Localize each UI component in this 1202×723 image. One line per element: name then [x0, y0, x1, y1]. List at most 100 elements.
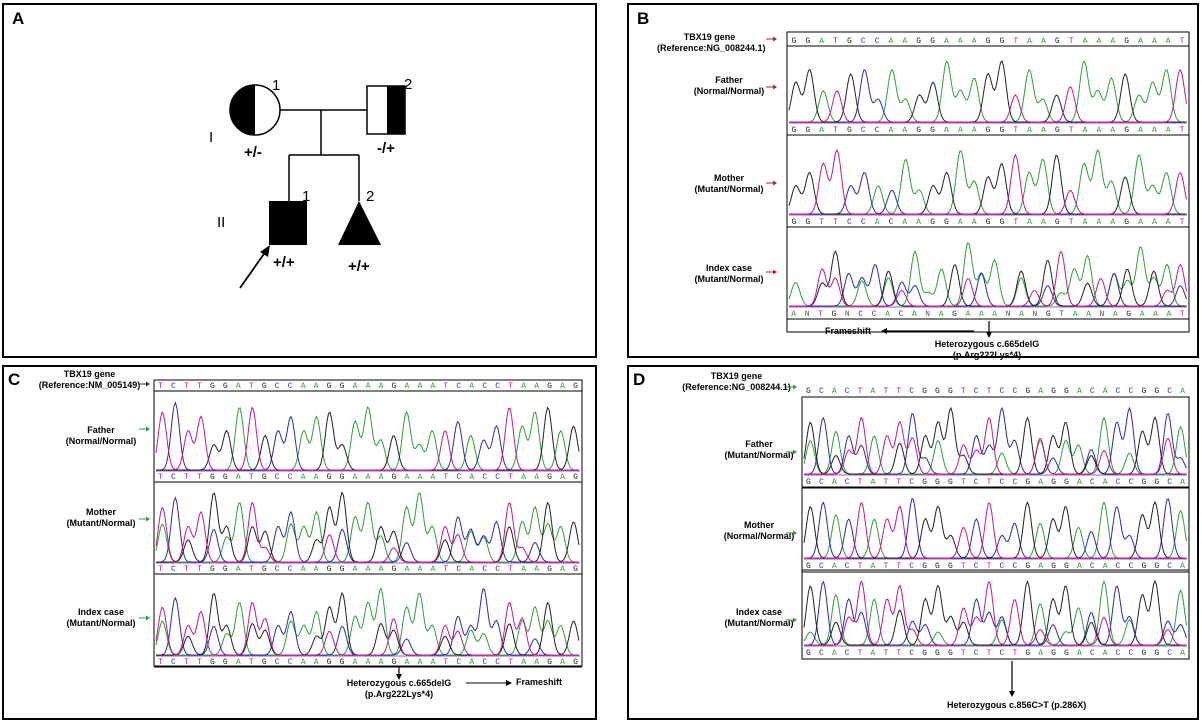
base-call: C [482, 565, 487, 574]
base-call: A [1041, 37, 1046, 46]
base-call: G [1051, 649, 1056, 658]
base-call: G [1025, 478, 1030, 487]
pedigree-diagram: I II 1 +/- 2 -/+ 1 +/+ 2 [209, 76, 412, 289]
base-call: C [845, 562, 850, 571]
base-call: T [443, 382, 448, 391]
c-father-label: Father (Normal/Normal) [56, 425, 146, 447]
base-call: G [1141, 562, 1146, 571]
b-index-sub: (Mutant/Normal) [694, 274, 764, 284]
base-call: C [171, 382, 176, 391]
base-call: C [819, 478, 824, 487]
base-call: G [573, 658, 578, 667]
base-call: G [792, 218, 797, 227]
base-call: A [379, 565, 384, 574]
base-call: A [791, 310, 796, 319]
base-call: G [831, 310, 836, 319]
base-call: A [521, 382, 526, 391]
b-mother-sub: (Mutant/Normal) [694, 184, 764, 194]
base-call: T [158, 658, 163, 667]
base-call: C [1129, 387, 1134, 396]
base-call: T [833, 218, 838, 227]
c-index-label: Index case (Mutant/Normal) [56, 607, 146, 629]
base-call: A [1096, 37, 1101, 46]
base-call: A [353, 473, 358, 482]
base-call: A [1113, 310, 1118, 319]
base-call: A [379, 473, 384, 482]
c-ref-sub: (Reference:NM_005149) [38, 380, 141, 390]
base-call: T [184, 658, 189, 667]
base-call: C [1167, 478, 1172, 487]
base-call: G [935, 478, 940, 487]
c-index-sub: (Mutant/Normal) [66, 618, 136, 628]
base-call: A [1041, 126, 1046, 135]
d-index-label: Index case (Mutant/Normal) [714, 607, 804, 629]
base-call: A [871, 649, 876, 658]
base-call: G [340, 382, 345, 391]
base-call: G [806, 562, 811, 571]
d-trace-2 [803, 579, 1187, 647]
base-call: A [301, 658, 306, 667]
base-call: A [1110, 126, 1115, 135]
base-call: C [1012, 387, 1017, 396]
c-trace-2 [155, 586, 580, 657]
base-call: A [1103, 649, 1108, 658]
base-call: A [939, 310, 944, 319]
base-call: C [482, 658, 487, 667]
base-call: C [275, 382, 280, 391]
base-call: T [443, 473, 448, 482]
base-call: G [847, 37, 852, 46]
panel-b: B TBX19 gene (Reference:NG_008244.1) Fat… [627, 3, 1199, 360]
b-trace-1 [788, 148, 1187, 216]
base-call: T [508, 565, 513, 574]
base-call: A [379, 658, 384, 667]
sibling-2-symbol [338, 201, 381, 245]
base-call: A [944, 126, 949, 135]
b-mother-title: Mother [714, 173, 744, 183]
base-call: C [1000, 562, 1005, 571]
base-call: T [1012, 649, 1017, 658]
base-call: A [832, 562, 837, 571]
trace-g [803, 500, 1187, 559]
base-call: N [1032, 310, 1037, 319]
base-call: C [974, 478, 979, 487]
base-call: A [1083, 37, 1088, 46]
base-call: G [792, 126, 797, 135]
base-call: T [833, 37, 838, 46]
base-call: C [456, 565, 461, 574]
base-call: A [314, 658, 319, 667]
trace-a [788, 242, 1187, 307]
d-mother-title: Mother [744, 520, 774, 530]
base-call: A [469, 473, 474, 482]
base-call: N [805, 310, 810, 319]
b-frameshift-label: Frameshift [825, 326, 872, 336]
base-call: G [262, 382, 267, 391]
base-call: G [327, 473, 332, 482]
base-call: T [896, 649, 901, 658]
base-call: A [521, 473, 526, 482]
b-trace-0 [788, 59, 1187, 124]
base-call: C [1116, 649, 1121, 658]
trace-g [788, 154, 1187, 215]
b-ref-title: TBX19 gene [683, 32, 736, 42]
base-call: T [896, 562, 901, 571]
base-call: A [314, 382, 319, 391]
base-call: C [275, 565, 280, 574]
base-call: C [1090, 478, 1095, 487]
base-call: C [495, 382, 500, 391]
base-call: A [1138, 37, 1143, 46]
base-call: A [1073, 310, 1078, 319]
trace-c [789, 264, 1187, 307]
base-call: T [1013, 218, 1018, 227]
base-call: G [1124, 37, 1129, 46]
base-call: A [1077, 478, 1082, 487]
base-call: G [930, 126, 935, 135]
base-call: A [1038, 562, 1043, 571]
base-call: T [184, 565, 189, 574]
base-call: G [1154, 649, 1159, 658]
base-call: C [1012, 562, 1017, 571]
base-call: G [930, 218, 935, 227]
base-call: G [547, 382, 552, 391]
